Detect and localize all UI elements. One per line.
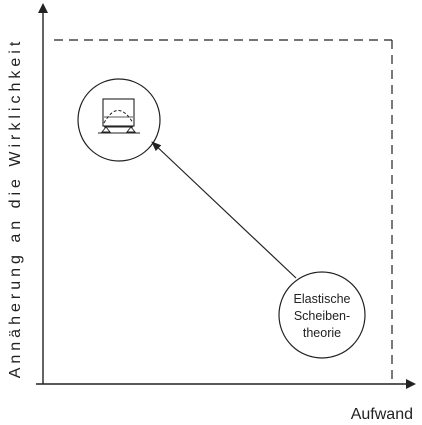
beam-model-icon xyxy=(98,98,140,134)
exact-model-node xyxy=(77,78,161,162)
x-axis-label: Aufwand xyxy=(351,406,413,423)
elastic-theory-node: Elastische Scheiben- theorie xyxy=(278,271,366,359)
elastic-theory-line-2: Scheiben- xyxy=(294,309,350,323)
elastic-theory-circle xyxy=(278,271,366,359)
improvement-arrow xyxy=(151,141,297,279)
elastic-theory-line-1: Elastische xyxy=(294,292,351,306)
y-axis-label: Annäherung an die Wirklichkeit xyxy=(7,38,24,379)
exact-model-circle xyxy=(77,78,161,162)
elastic-theory-line-3: theorie xyxy=(303,326,341,340)
